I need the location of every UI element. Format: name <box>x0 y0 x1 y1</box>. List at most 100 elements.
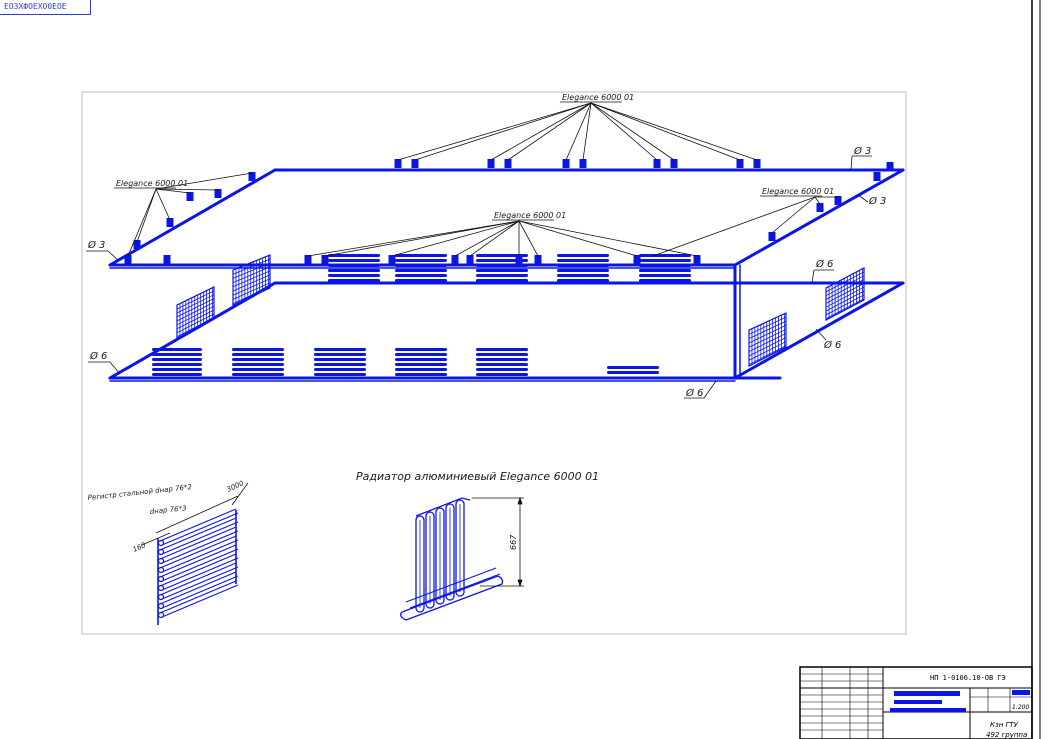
dim-height <box>472 496 524 588</box>
register-left-lower-bar <box>176 302 215 322</box>
valve-11 <box>304 255 312 264</box>
register-tube-bottom <box>161 548 239 582</box>
leader-top-5 <box>565 102 592 161</box>
valve-12 <box>321 255 329 264</box>
title-block-scale: 1:200 <box>1012 704 1029 711</box>
radiator-upper-5-tube <box>639 279 691 282</box>
pipe-lower-right-diagonal <box>733 281 905 380</box>
radiator-lower-4-tube <box>395 373 447 376</box>
radiator-lower-2-tube <box>232 363 284 366</box>
leader-middle-2 <box>324 220 520 257</box>
register-tube-end <box>157 611 165 619</box>
radiator-upper-4-tube <box>557 254 609 257</box>
radiator-upper-1-tube <box>328 264 380 267</box>
leader-top-8 <box>590 102 675 161</box>
register-left-lower-bar <box>176 294 215 314</box>
leader-top-6 <box>582 102 592 161</box>
leader-middle-5 <box>469 220 520 257</box>
leader-top-7 <box>590 102 658 161</box>
leader-middle-1 <box>307 220 520 257</box>
register-tube-top <box>159 517 237 551</box>
radiator-lower-2-tube <box>232 348 284 351</box>
label-right-elegance: Elegance 6000 01 <box>762 187 834 196</box>
radiator-upper-5-tube <box>639 274 691 277</box>
radiator-upper-1-tube <box>328 274 380 277</box>
register-left-upper-bar <box>232 262 271 279</box>
radiator-section <box>415 515 425 613</box>
radiator-lower-5-tube <box>476 348 528 351</box>
register-tube-bottom <box>161 512 239 546</box>
register-right-upper-bar <box>825 294 865 316</box>
register-right-lower-bar <box>748 324 787 344</box>
leader-middle-9 <box>518 220 698 257</box>
radiator-section <box>435 507 445 605</box>
leader-lines <box>127 102 838 257</box>
leader-d6-right-mid <box>815 328 827 341</box>
leader-left-2 <box>136 188 157 243</box>
register-right-upper-bar <box>825 267 865 289</box>
valve-23 <box>214 189 222 198</box>
register-right-upper-bar <box>825 279 865 300</box>
radiator-upper-1-tube <box>328 269 380 272</box>
register-left-lower-bar <box>176 305 215 326</box>
leader-left-1 <box>127 188 157 257</box>
valve-4 <box>504 159 512 168</box>
radiator-upper-4-tube <box>557 279 609 282</box>
register-left-upper <box>232 254 271 306</box>
valve-13 <box>388 255 396 264</box>
leader-top-2 <box>414 102 592 161</box>
radiator-detail-title: Радиатор алюминиевый Elegance 6000 01 <box>356 470 599 483</box>
radiator-lower-3-tube <box>314 373 366 376</box>
register-tube-bottom <box>161 521 239 555</box>
radiator-lower-2-tube <box>232 353 284 356</box>
label-diameter-3-left: Ø 3 <box>87 239 105 251</box>
register-left-lower <box>176 286 215 339</box>
register-tube-bottom <box>161 557 239 591</box>
radiator-lower-1-tube <box>152 373 202 376</box>
register-tube-bottom <box>161 530 239 564</box>
radiator-upper-4-tube <box>557 269 609 272</box>
leader-top-1 <box>397 102 592 161</box>
radiator-detail-sections <box>415 497 471 613</box>
pipe-network <box>108 168 905 382</box>
radiator-lower-3-tube <box>314 353 366 356</box>
radiator-upper-3-tube <box>476 279 528 282</box>
register-tube-top <box>159 580 237 614</box>
register-left-lower-bar <box>176 317 215 338</box>
radiator-lower-1-tube <box>152 368 202 371</box>
radiator-lower-1 <box>152 348 202 376</box>
register-right-lower-bar <box>748 341 787 361</box>
register-left-upper-bar <box>232 270 271 288</box>
viewport-frame <box>81 91 907 635</box>
register-tube-end <box>157 566 165 574</box>
valve-15 <box>466 255 474 264</box>
valve-1 <box>394 159 402 168</box>
radiator-lower-5-tube <box>476 358 528 361</box>
register-left-upper-bar <box>232 266 271 283</box>
radiator-upper-3-tube <box>476 254 528 257</box>
register-right-lower-bar <box>748 328 787 348</box>
register-label-line2: dнар 76*3 <box>149 504 186 516</box>
radiator-lower-3-tube <box>314 358 366 361</box>
radiator-upper-2-tube <box>395 269 447 272</box>
valve-31 <box>886 162 894 171</box>
radiator-section-top <box>415 497 471 517</box>
valve-20 <box>124 255 132 264</box>
valve-26 <box>133 240 141 249</box>
leader-left-6 <box>155 172 253 190</box>
radiator-lower-5 <box>476 348 528 376</box>
radiator-lower-small <box>607 366 659 374</box>
register-tube-bottom <box>161 566 239 600</box>
radiator-section <box>425 511 435 609</box>
leader-d3-left <box>107 250 119 261</box>
register-label-line1: Регистр стальной dнар 76*2 <box>87 483 192 502</box>
leader-d6-left <box>109 361 121 375</box>
register-tube-top <box>159 553 237 587</box>
steel-register-drawing <box>157 508 239 625</box>
valve-10 <box>753 159 761 168</box>
register-tube-bottom <box>161 575 239 609</box>
radiator-upper-1-tube <box>328 259 380 262</box>
radiator-lower-small-tube <box>607 366 659 369</box>
radiator-upper-2 <box>395 254 447 282</box>
